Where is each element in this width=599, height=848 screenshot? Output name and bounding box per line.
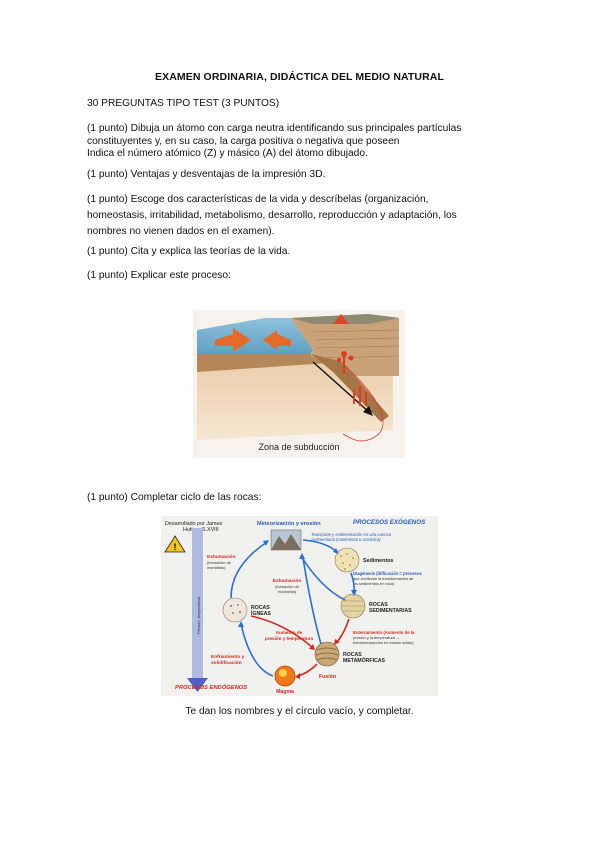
question-6: (1 punto) Completar ciclo de las rocas:: [87, 492, 262, 503]
arrowhead-icon: [334, 639, 340, 645]
igneous-rocks-circle: [222, 597, 248, 623]
question-3-line-3: nombres no vienen dados en el examen).: [87, 226, 275, 237]
magma-glow: [279, 669, 287, 677]
subduction-zone-figure: Zona de subducción: [193, 310, 405, 458]
sedimentary-rocks-line-1: ROCAS: [369, 602, 388, 608]
arrowhead-icon: [351, 590, 357, 596]
exhumation-left-line-1: Exhumación: [207, 554, 236, 560]
mantle-block: [197, 324, 393, 440]
question-1: (1 punto) Dibuja un átomo con carga neut…: [87, 122, 517, 161]
exam-title: EXAMEN ORDINARIA, DIDÁCTICA DEL MEDIO NA…: [155, 71, 444, 83]
magma-label: Magma: [276, 689, 294, 695]
figure-caption: Te dan los nombres y el círculo vacío, y…: [185, 706, 414, 717]
subduction-zone-label: Zona de subducción: [258, 442, 339, 452]
rock-cycle-figure: Desarrollado por James Hutton, S.XVIII !…: [161, 516, 438, 696]
question-3-line-2: homeostasis, irritabilidad, metabolismo,…: [87, 210, 457, 221]
exhumation-center-line-1: Exhumación: [273, 578, 302, 584]
exhumation-left-line-2: (formación de: [207, 560, 231, 565]
section-heading: 30 PREGUNTAS TIPO TEST (3 PUNTOS): [87, 98, 280, 109]
pressure-increase-line-2: presión y temperatura: [265, 636, 314, 641]
rock-strata: [312, 329, 400, 359]
arrow-pressure-increase: [250, 615, 314, 649]
arrow-exhumation-center: [300, 555, 346, 601]
cooling-line-2: solidificación: [211, 660, 242, 666]
diagenesis-line-3: los sedimentos en roca): [353, 581, 395, 586]
metamorphic-rocks-circle: [314, 641, 340, 667]
exhumation-center-line-3: montañas): [278, 589, 297, 594]
sediment-grains: [340, 553, 354, 570]
metamorphic-rocks-line-1: ROCAS: [343, 652, 362, 658]
transport-line-1: Transporte y sedimentación en una cuenca: [311, 532, 392, 537]
arrow-exhumation-left: [230, 541, 268, 599]
burial-line-2: presión y la temperatura →: [353, 635, 400, 640]
pressure-temperature-bar: [192, 528, 203, 688]
arrow-cooling: [240, 623, 274, 677]
convection-path: [342, 363, 384, 442]
igneous-rocks-line-2: ÍGNEAS: [251, 609, 271, 617]
arrow-uplift: [302, 557, 322, 645]
arrowhead-icon: [263, 540, 269, 546]
mountain-icon: [271, 534, 301, 550]
endogenous-processes-title: PROCESOS ENDÓGENOS: [175, 684, 247, 691]
transport-line-2: sedimentaria (continental u oceánica): [311, 537, 381, 542]
diagenesis-line-2: que conllevan la transformación de: [353, 576, 413, 581]
question-5: (1 punto) Explicar este proceso:: [87, 270, 231, 281]
question-1-line-3: Indica el número atómico (Z) y másico (A…: [87, 148, 368, 159]
question-4: (1 punto) Cita y explica las teorías de …: [87, 246, 291, 257]
burial-line-1: Enterramiento (Aumento de la: [353, 630, 415, 635]
arrowhead-icon: [238, 621, 244, 627]
metamorphic-foliation: [315, 647, 339, 661]
continental-crust: [291, 314, 399, 376]
arrowheads: [238, 540, 357, 679]
pressure-arrow-icon: [187, 678, 208, 692]
cooling-line-1: Enfriamiento y: [211, 654, 245, 660]
sediments-circle: [334, 547, 360, 573]
left-plate-arrow-icon: [215, 328, 251, 352]
sedimentary-layers: [341, 600, 365, 612]
subduction-arrowhead-icon: [363, 406, 373, 416]
exhumation-left-line-3: montañas): [207, 565, 226, 570]
metamorphic-rocks-line-2: METAMÓRFICAS: [343, 656, 386, 664]
warning-mark: !: [174, 542, 177, 552]
oceanic-crust: [197, 354, 343, 372]
question-1-line-1: (1 punto) Dibuja un átomo con carga neut…: [87, 123, 462, 134]
arrowhead-icon: [299, 553, 305, 559]
igneous-rocks-line-1: ROCAS: [251, 605, 270, 611]
exogenous-processes-title: PROCESOS EXÓGENOS: [353, 519, 426, 526]
burial-line-3: transformaciones en estado sólido): [353, 640, 414, 645]
pressure-increase-line-1: Aumento de: [276, 630, 303, 635]
weathering-label: Meteorización y erosión: [257, 521, 321, 527]
question-2: (1 punto) Ventajas y desventajas de la i…: [87, 169, 326, 180]
credit-line-1: Desarrollado por James: [165, 521, 223, 527]
volcano-icon: [333, 314, 349, 324]
question-3: (1 punto) Escoge dos características de …: [87, 193, 517, 239]
question-1-line-2: constituyentes y, en su caso, la carga p…: [87, 136, 400, 147]
igneous-crystals: [229, 604, 242, 615]
right-plate-arrow-icon: [263, 330, 291, 350]
sediments-label: Sedimentos: [363, 558, 394, 564]
sedimentary-rocks-line-2: SEDIMENTARIAS: [369, 608, 412, 614]
question-3-line-1: (1 punto) Escoge dos características de …: [87, 194, 429, 205]
magma-plumes: [337, 351, 367, 406]
arrowhead-icon: [295, 673, 300, 679]
diagenesis-line-1: Diagénesis (litificación = procesos: [353, 571, 422, 576]
melting-label: Fusión: [319, 674, 336, 680]
exhumation-center-line-2: (formación de: [275, 584, 299, 589]
pressure-temperature-label: Presión, temperatura: [196, 596, 201, 634]
cycle-arrows: [230, 539, 355, 677]
subducting-slab: [311, 354, 389, 422]
arrowhead-icon: [309, 644, 315, 650]
warning-icon: [164, 535, 186, 553]
arrowhead-icon: [333, 548, 339, 554]
